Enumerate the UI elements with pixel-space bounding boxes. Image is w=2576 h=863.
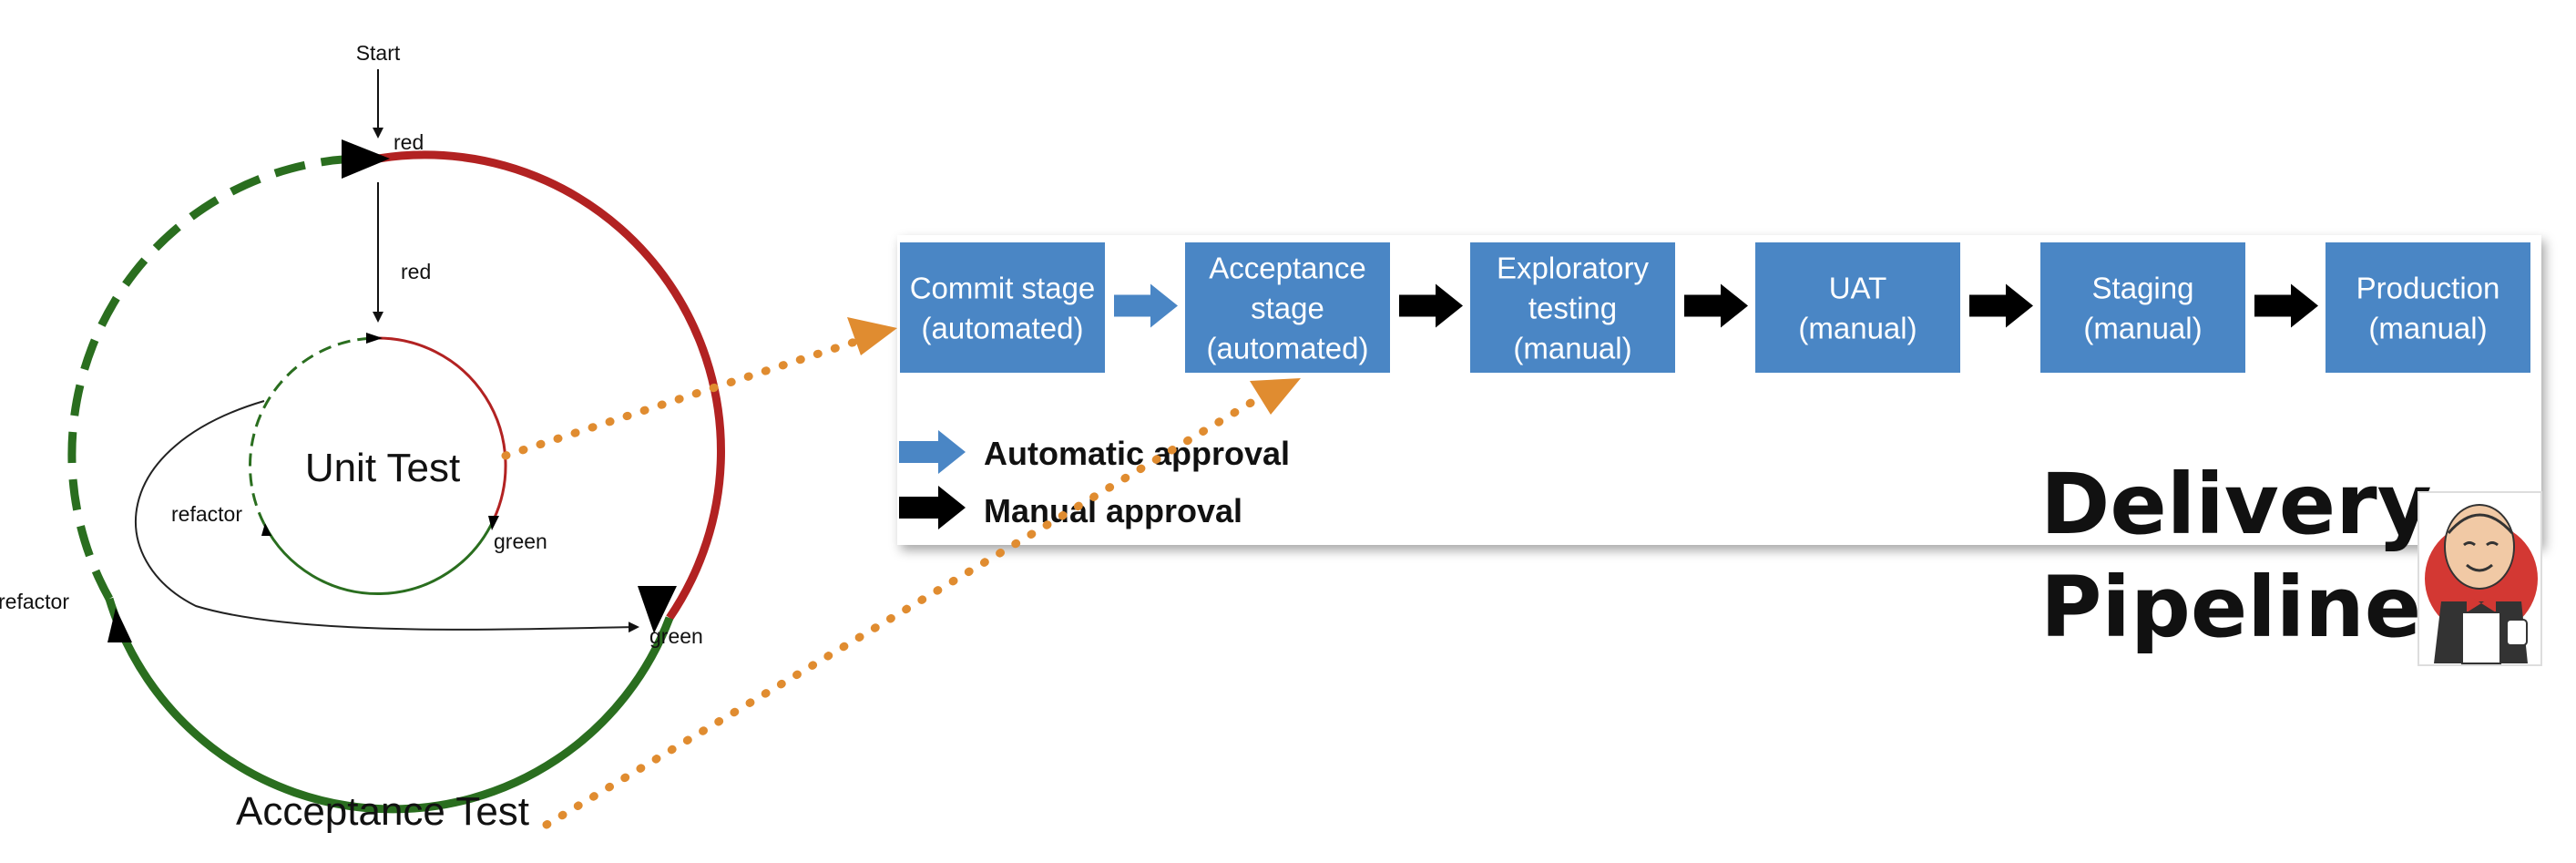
stage-exploratory: Exploratory testing (manual) (1470, 242, 1675, 373)
stage-box (1185, 242, 1390, 373)
inner-red-label: red (401, 260, 431, 283)
connector-acceptance-to-acceptance-stage (542, 389, 1271, 829)
pipeline-transitions (1114, 283, 2318, 328)
outer-green-arc (105, 597, 674, 814)
outer-arrowhead-top (342, 139, 390, 179)
stage-label-line: Production (2356, 272, 2500, 305)
stage-box (900, 242, 1105, 373)
stage-box (2326, 242, 2530, 373)
refactor-loop-line (135, 400, 639, 633)
stage-box (2040, 242, 2245, 373)
legend-manual-arrow-icon (899, 486, 966, 529)
pipeline-stages: Commit stage (automated) Acceptance stage (a… (900, 242, 2530, 373)
start-label: Start (356, 41, 401, 65)
stage-box (1470, 242, 1675, 373)
stage-production: Production (manual) (2326, 242, 2530, 373)
pipeline-title: Delivery Pipeline (2040, 456, 2432, 656)
stage-staging: Staging (manual) (2040, 242, 2245, 373)
title-line-1: Delivery (2040, 456, 2432, 553)
stage-label-line: (automated) (922, 312, 1084, 345)
stage-commit: Commit stage (automated) (900, 242, 1105, 373)
inner-green-label: green (494, 529, 547, 553)
inner-arrowhead-left (261, 523, 271, 536)
connectors (501, 317, 1301, 829)
outer-refactor-label: refactor (0, 590, 69, 613)
connector-acceptance-arrowhead (1250, 378, 1301, 415)
tdd-cycle: Start red green refactor red Unit Test r… (0, 41, 725, 834)
delivery-pipeline: Commit stage (automated) Acceptance stage (a… (897, 235, 2541, 545)
inner-green-arc (262, 519, 496, 596)
legend-automatic-label: Automatic approval (984, 435, 1290, 472)
inner-arrowhead-right (488, 516, 499, 530)
manual-approval-arrow-icon (1684, 283, 1748, 328)
title-line-2: Pipeline (2040, 559, 2421, 656)
stage-uat: UAT (manual) (1755, 242, 1960, 373)
stage-label-line: Exploratory (1497, 252, 1649, 285)
inner-red-arc (377, 336, 507, 520)
stage-label-line: Commit stage (910, 272, 1096, 305)
outer-green-label: green (649, 624, 703, 648)
connector-unit-arrowhead (847, 317, 897, 355)
stage-box (1755, 242, 1960, 373)
outer-red-arc (377, 150, 725, 621)
legend-automatic-arrow-icon (899, 430, 966, 474)
manual-approval-arrow-icon (1969, 283, 2033, 328)
inner-refactor-label: refactor (171, 502, 242, 526)
stage-label-line: Staging (2092, 272, 2194, 305)
acceptance-test-label: Acceptance Test (236, 789, 529, 834)
stage-label-line: stage (1251, 292, 1324, 325)
stage-label-line: (manual) (2368, 312, 2487, 345)
stage-label-line: testing (1528, 292, 1617, 325)
legend: Automatic approval Manual approval (899, 430, 1290, 529)
stage-label-line: (manual) (2083, 312, 2202, 345)
outer-arrowhead-left (107, 608, 132, 642)
stage-label-line: UAT (1829, 272, 1887, 305)
inner-refactor-arc (249, 336, 379, 525)
stage-label-line: (automated) (1207, 332, 1369, 365)
connector-unit-to-commit (501, 335, 865, 460)
manual-approval-arrow-icon (1399, 283, 1463, 328)
stage-label-line: (manual) (1798, 312, 1917, 345)
outer-arrowhead-right (638, 586, 677, 633)
automatic-approval-arrow-icon (1114, 283, 1178, 328)
stage-label-line: Acceptance (1209, 252, 1365, 285)
outer-refactor-arc (67, 154, 379, 601)
manual-approval-arrow-icon (2254, 283, 2318, 328)
inner-arrowhead-top (366, 333, 383, 344)
stage-acceptance: Acceptance stage (automated) (1185, 242, 1390, 373)
legend-manual-label: Manual approval (984, 492, 1242, 529)
unit-test-label: Unit Test (305, 446, 460, 490)
outer-red-label: red (394, 130, 424, 154)
pipeline-panel (897, 235, 2541, 545)
stage-label-line: (manual) (1513, 332, 1631, 365)
jenkins-butler-logo (2418, 491, 2542, 666)
